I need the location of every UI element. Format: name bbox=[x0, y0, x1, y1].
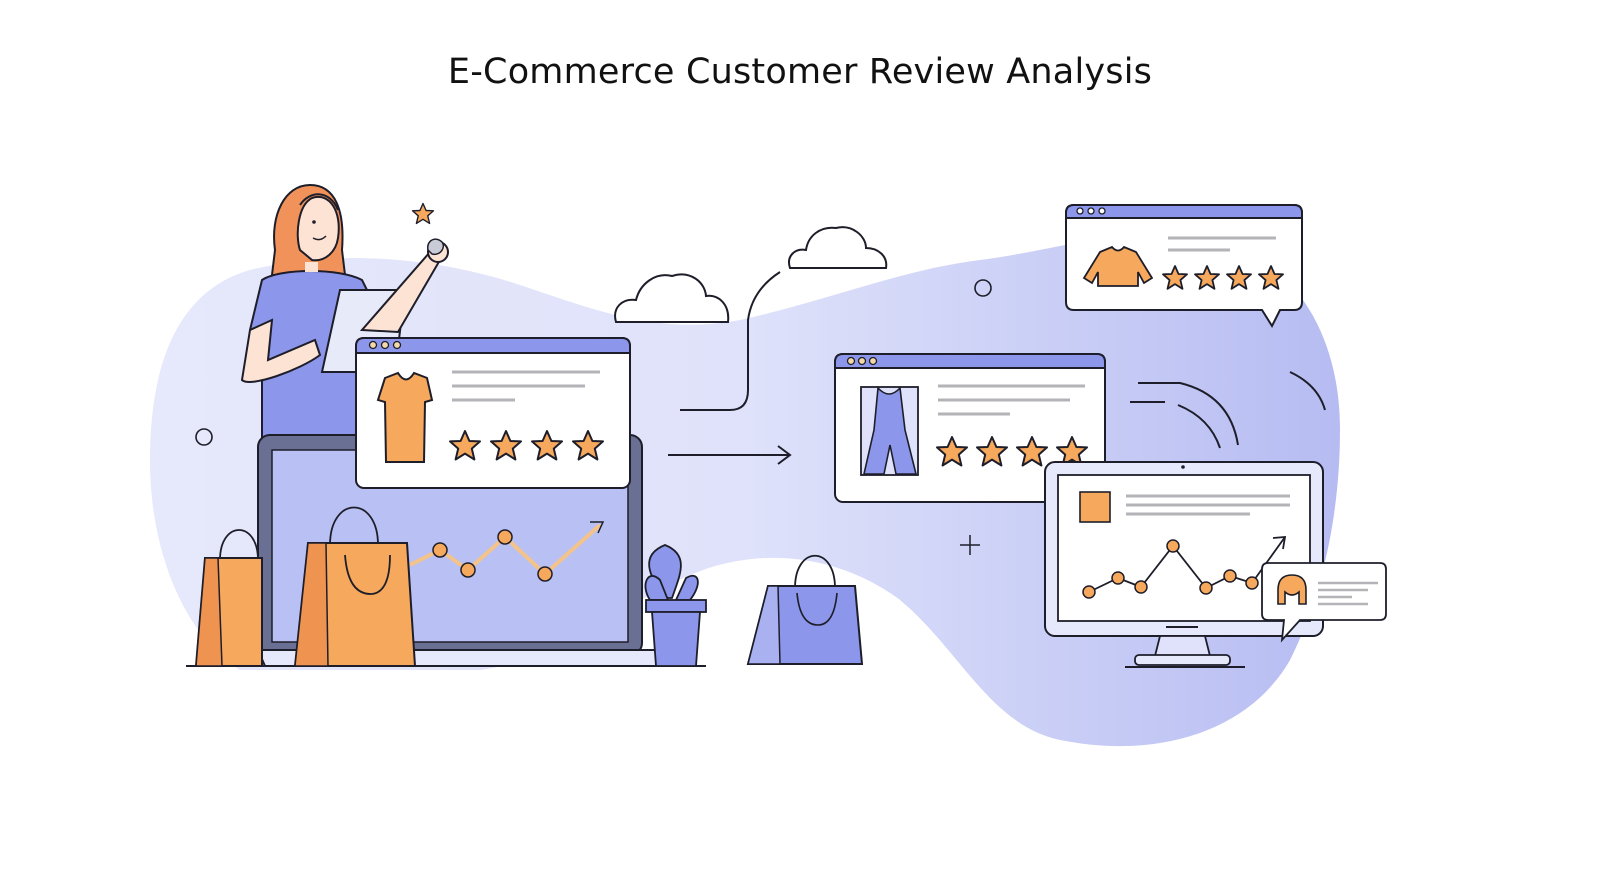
decor-circle bbox=[974, 279, 992, 297]
cloud-icon bbox=[788, 226, 888, 269]
review-bubble-small bbox=[1261, 562, 1387, 643]
page-title: E-Commerce Customer Review Analysis bbox=[447, 52, 1153, 92]
plant-icon bbox=[644, 544, 707, 667]
shopping-bag-icon bbox=[194, 529, 263, 667]
avatar-icon bbox=[1277, 574, 1307, 605]
sweater-icon bbox=[1082, 245, 1154, 287]
shopping-bag-icon bbox=[746, 554, 864, 665]
person-illustration bbox=[240, 183, 449, 441]
jumpsuit-icon bbox=[862, 386, 918, 475]
decor-circle bbox=[195, 428, 213, 446]
review-bubble-top-right bbox=[1065, 204, 1303, 329]
review-card-left bbox=[355, 337, 631, 489]
signal-arcs bbox=[1130, 371, 1326, 449]
arrow-right-icon bbox=[668, 445, 792, 465]
laptop-trend-chart bbox=[409, 521, 605, 582]
cloud-icon bbox=[614, 273, 730, 323]
shopping-bag-icon bbox=[293, 506, 417, 667]
monitor-illustration bbox=[1044, 461, 1324, 668]
tank-top-icon bbox=[376, 371, 434, 463]
review-card-middle bbox=[834, 353, 1106, 503]
monitor-trend-chart bbox=[1082, 536, 1287, 599]
sparkle-icon bbox=[960, 535, 980, 555]
connector-line bbox=[680, 271, 781, 411]
